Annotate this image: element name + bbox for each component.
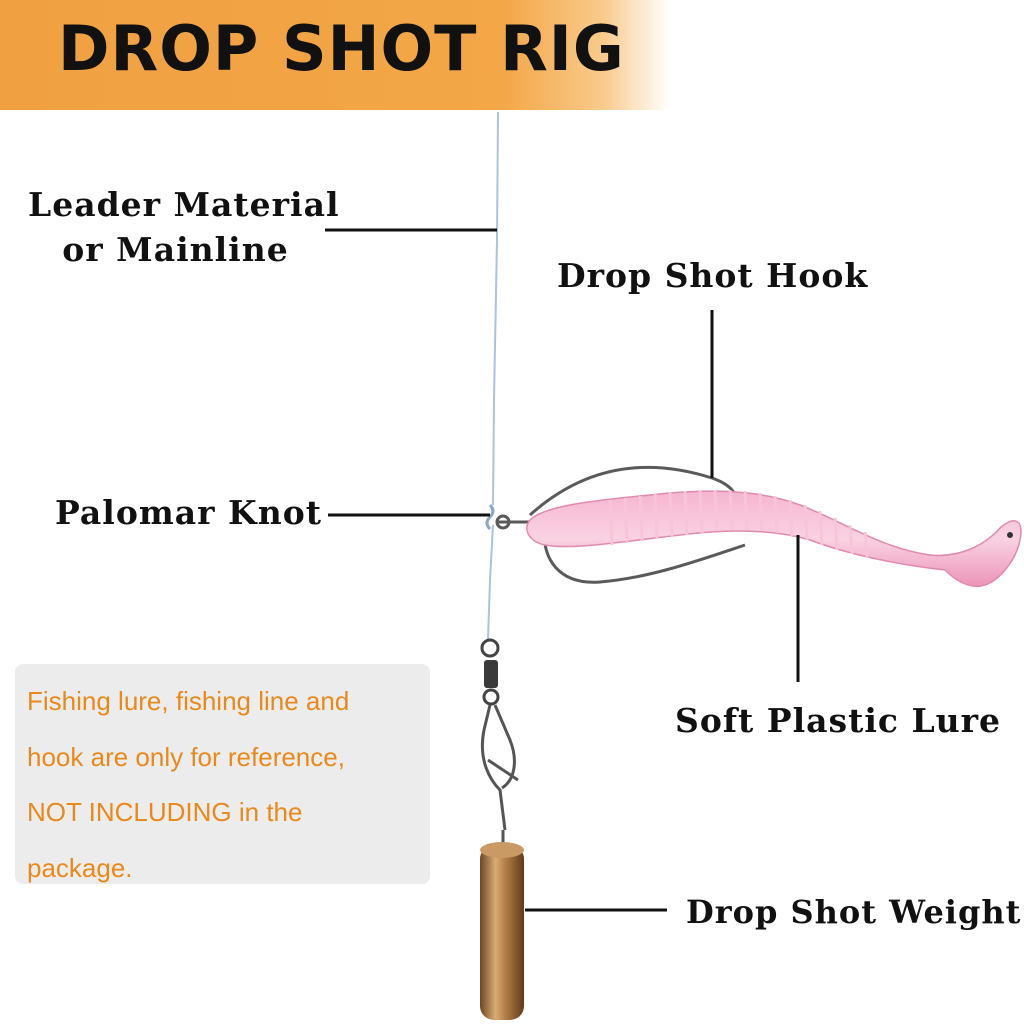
drop-shot-weight-label: Drop Shot Weight bbox=[686, 893, 1022, 931]
disclaimer-text: Fishing lure, fishing line and hook are … bbox=[27, 674, 427, 896]
drop-shot-hook-label: Drop Shot Hook bbox=[557, 256, 869, 295]
disclaimer-line: hook are only for reference, bbox=[27, 741, 345, 772]
title-banner: DROP SHOT RIG bbox=[0, 0, 670, 110]
leader-material-label: Leader Material or Mainline bbox=[28, 182, 340, 272]
palomar-knot-icon bbox=[485, 503, 495, 531]
leader-label-line2: or Mainline bbox=[62, 230, 289, 269]
leader-label-line1: Leader Material bbox=[28, 185, 340, 224]
palomar-knot-label: Palomar Knot bbox=[55, 493, 322, 532]
drop-shot-weight-icon bbox=[480, 842, 524, 1020]
fishing-line-lower bbox=[487, 524, 494, 641]
soft-plastic-lure-icon bbox=[526, 490, 1022, 587]
snap-clip-icon bbox=[480, 704, 519, 831]
lure-ribs-icon bbox=[608, 489, 869, 559]
page-title: DROP SHOT RIG bbox=[58, 12, 625, 85]
lure-eye-icon bbox=[1007, 532, 1013, 538]
soft-plastic-lure-label: Soft Plastic Lure bbox=[675, 701, 1002, 740]
swivel-icon bbox=[480, 638, 500, 706]
fishing-line-upper bbox=[492, 111, 499, 506]
disclaimer-box: Fishing lure, fishing line and hook are … bbox=[15, 664, 430, 884]
disclaimer-line: NOT INCLUDING in the bbox=[27, 797, 303, 827]
disclaimer-line: Fishing lure, fishing line and bbox=[27, 686, 350, 716]
disclaimer-line: package. bbox=[27, 852, 133, 883]
